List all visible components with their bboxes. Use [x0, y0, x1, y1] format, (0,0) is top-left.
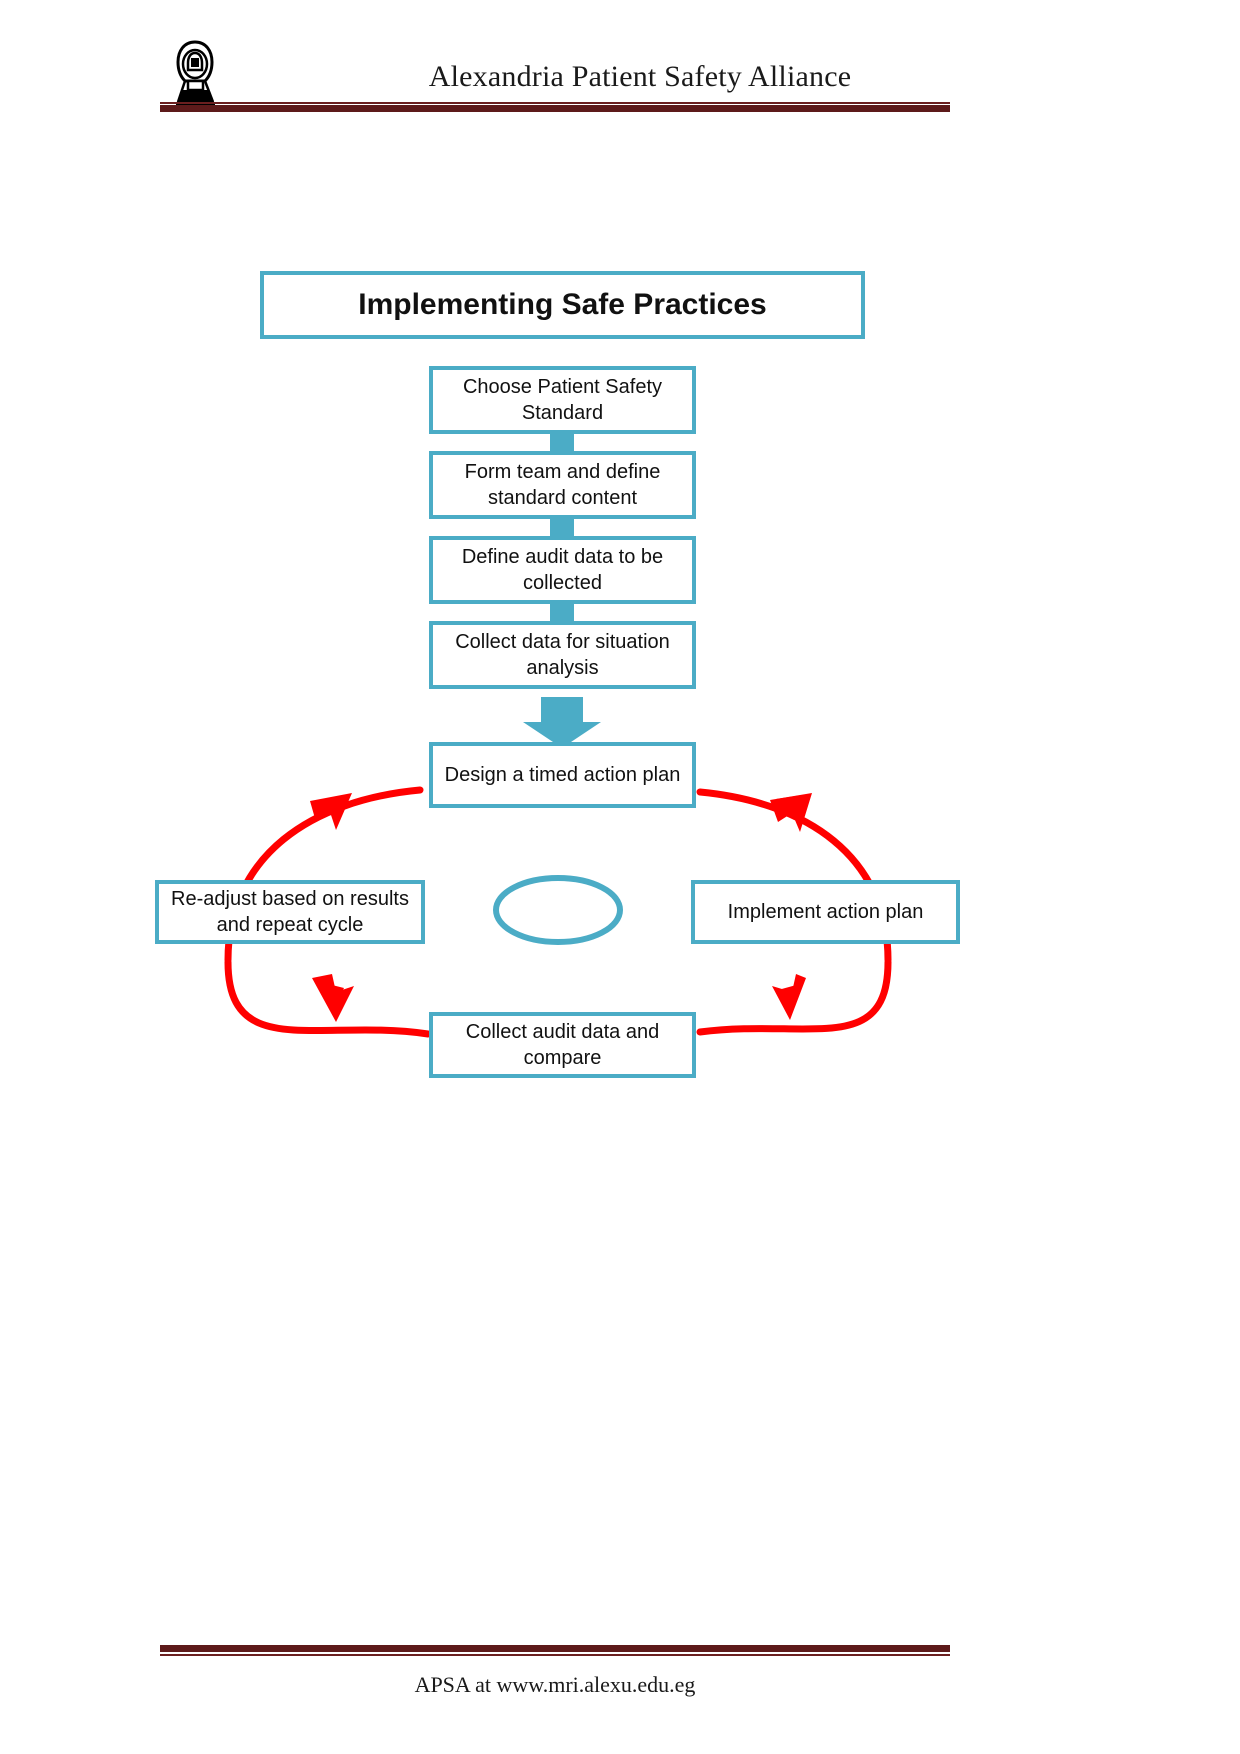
diagram-title-label: Implementing Safe Practices [358, 288, 767, 322]
cycle-step-label-right: Implement action plan [727, 900, 924, 923]
flow-step-box-4: Collect data for situation analysis [429, 621, 696, 689]
footer-rule-bottom [160, 1654, 950, 1656]
cycle-arrow-bottom-left [224, 958, 432, 1038]
flow-step-label-1: Choose Patient Safety Standard [462, 375, 662, 424]
flow-step-label-4: Collect data for situation analysis [455, 630, 670, 679]
down-arrow-icon [523, 697, 601, 748]
center-ellipse-icon [493, 875, 623, 945]
lighthouse-emblem-icon [168, 40, 222, 106]
flow-step-box-3: Define audit data to be collected [429, 536, 696, 604]
footer-rule-top [160, 1645, 950, 1652]
cycle-step-box-left: Re-adjust based on results and repeat cy… [155, 880, 425, 944]
cycle-step-box-right: Implement action plan [691, 880, 960, 944]
cycle-step-box-top: Design a timed action plan [429, 742, 696, 808]
connector-2-3 [550, 517, 574, 539]
footer-label: APSA at www.mri.alexu.edu.eg [414, 1672, 696, 1697]
connector-1-2 [550, 432, 574, 454]
cycle-step-box-bottom: Collect audit data and compare [429, 1012, 696, 1078]
flow-step-label-3: Define audit data to be collected [461, 545, 664, 594]
page-header: Alexandria Patient Safety Alliance [0, 0, 1240, 120]
flow-step-box-1: Choose Patient Safety Standard [429, 366, 696, 434]
diagram-title-box: Implementing Safe Practices [260, 271, 865, 339]
page-title: Alexandria Patient Safety Alliance [428, 60, 852, 93]
connector-3-4 [550, 602, 574, 624]
cycle-step-label-left: Re-adjust based on results and repeat cy… [171, 887, 409, 936]
flow-step-label-2: Form team and define standard content [464, 460, 661, 509]
cycle-step-label-bottom: Collect audit data and compare [465, 1020, 660, 1069]
header-rule-bottom [160, 105, 950, 112]
flow-step-box-2: Form team and define standard content [429, 451, 696, 519]
cycle-step-label-top: Design a timed action plan [444, 763, 681, 786]
header-rule-top [160, 102, 950, 104]
cycle-arrow-bottom-right [696, 958, 892, 1036]
